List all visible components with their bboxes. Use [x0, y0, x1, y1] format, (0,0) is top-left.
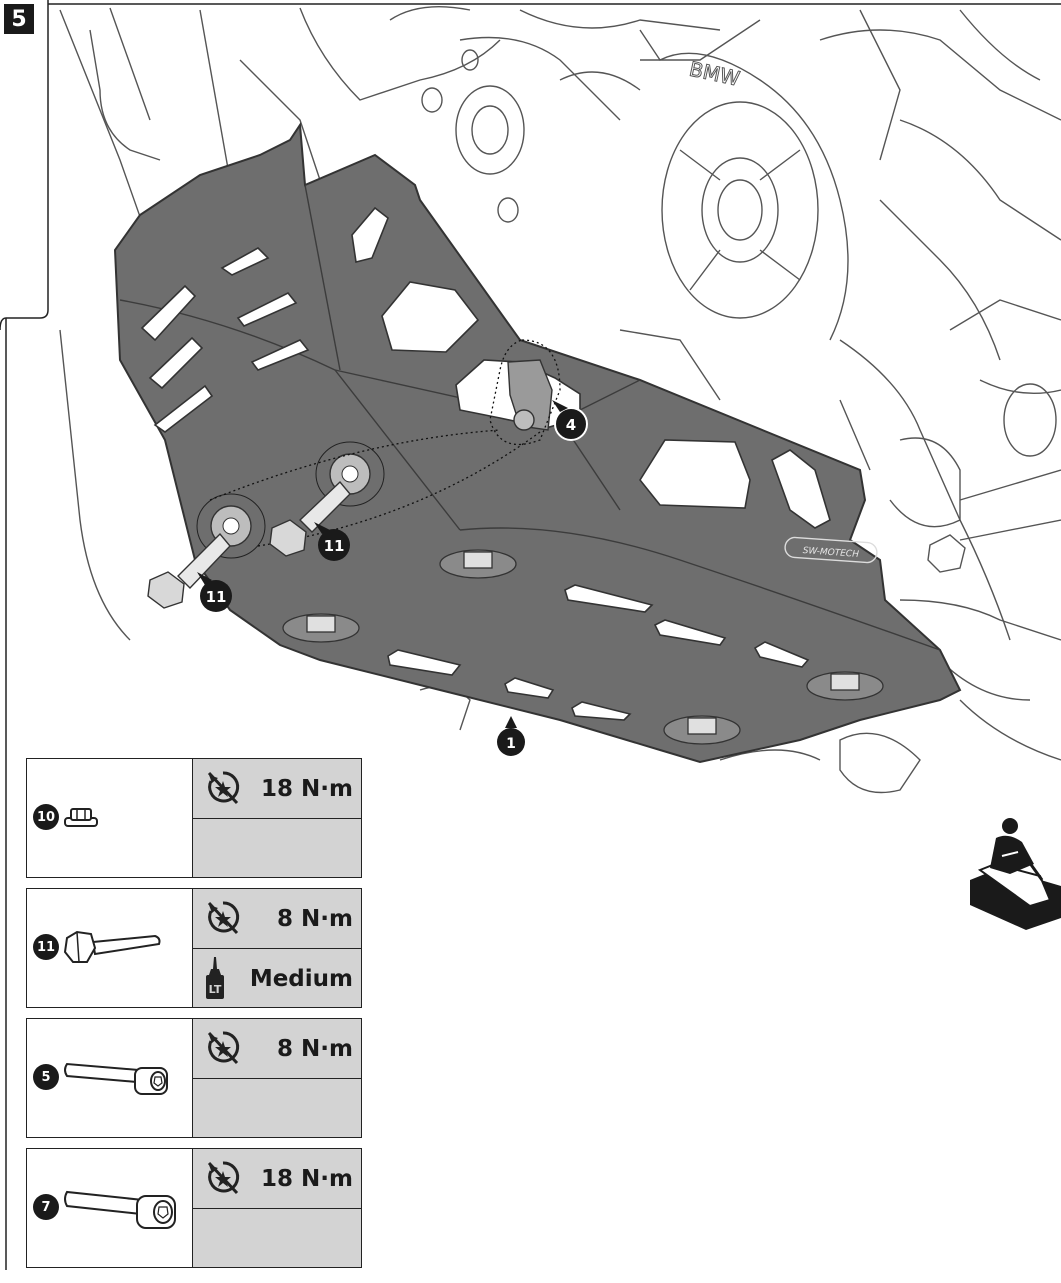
- torque-row: 8 N·m: [193, 1019, 361, 1079]
- skid-plate: SW-MOTECH: [113, 122, 962, 764]
- torque-value: 18 N·m: [261, 775, 353, 802]
- part-number-badge: 5: [33, 1064, 59, 1090]
- spec-table-part-11: 11 8 N·m: [26, 888, 362, 1008]
- spec-column: 8 N·m: [193, 1019, 361, 1137]
- callout-4-label: 4: [566, 416, 576, 434]
- torque-wrench-icon: [207, 1161, 240, 1195]
- page-frame: [0, 0, 49, 331]
- callout-4: 4: [552, 400, 588, 441]
- motorcycle-line-art: [59, 6, 1061, 794]
- svg-text:LT: LT: [209, 983, 222, 996]
- step-number-badge: 5: [4, 4, 34, 34]
- callout-11-lower-label: 11: [206, 588, 227, 606]
- loctite-value: Medium: [249, 966, 353, 992]
- hex-bolt-icon: [63, 930, 161, 963]
- part-cell: 10: [27, 759, 193, 877]
- callout-11-upper: 11: [314, 522, 350, 561]
- callout-11-upper-label: 11: [324, 537, 345, 555]
- part-cell: 5: [27, 1019, 193, 1137]
- callout-1-label: 1: [506, 736, 516, 752]
- part-cell: 11: [27, 889, 193, 1007]
- spec-table-part-7: 7 18 N·m: [26, 1148, 362, 1268]
- part-number-badge: 10: [33, 804, 59, 830]
- socket-cap-screw-icon: [64, 1062, 168, 1095]
- spec-column: 18 N·m: [193, 1149, 361, 1267]
- workshop-helper-icon: [970, 818, 1061, 930]
- plate-logo-text: SW-MOTECH: [802, 546, 859, 560]
- torque-row: 8 N·m: [193, 889, 361, 949]
- torque-value: 8 N·m: [277, 905, 353, 932]
- flange-nut-icon: [64, 808, 98, 827]
- callout-1: 1: [497, 716, 525, 756]
- spec-table-part-5: 5 8 N·m: [26, 1018, 362, 1138]
- part-cell: 7: [27, 1149, 193, 1267]
- torque-value: 18 N·m: [261, 1165, 353, 1192]
- loctite-row: [193, 1079, 361, 1139]
- part-number-badge: 7: [33, 1194, 59, 1220]
- loctite-row: LT Medium: [193, 949, 361, 1009]
- spec-table-part-10: 10 18 N·m: [26, 758, 362, 878]
- spec-column: 8 N·m LT Medium: [193, 889, 361, 1007]
- socket-cap-screw-long-icon: [64, 1190, 176, 1229]
- torque-value: 8 N·m: [277, 1035, 353, 1062]
- torque-wrench-icon: [207, 1031, 240, 1065]
- torque-wrench-icon: [207, 771, 240, 805]
- loctite-row: [193, 1209, 361, 1269]
- bolt-upper: [269, 480, 351, 557]
- torque-row: 18 N·m: [193, 1149, 361, 1209]
- torque-row: 18 N·m: [193, 759, 361, 819]
- spec-column: 18 N·m: [193, 759, 361, 877]
- torque-wrench-icon: [207, 901, 240, 935]
- loctite-row: [193, 819, 361, 879]
- threadlocker-bottle-icon: LT: [206, 957, 224, 999]
- callout-11-lower: 11: [197, 572, 232, 612]
- bolt-lower: [147, 532, 231, 609]
- engine-brand-text: BMW: [687, 57, 742, 91]
- part-number-badge: 11: [33, 934, 59, 960]
